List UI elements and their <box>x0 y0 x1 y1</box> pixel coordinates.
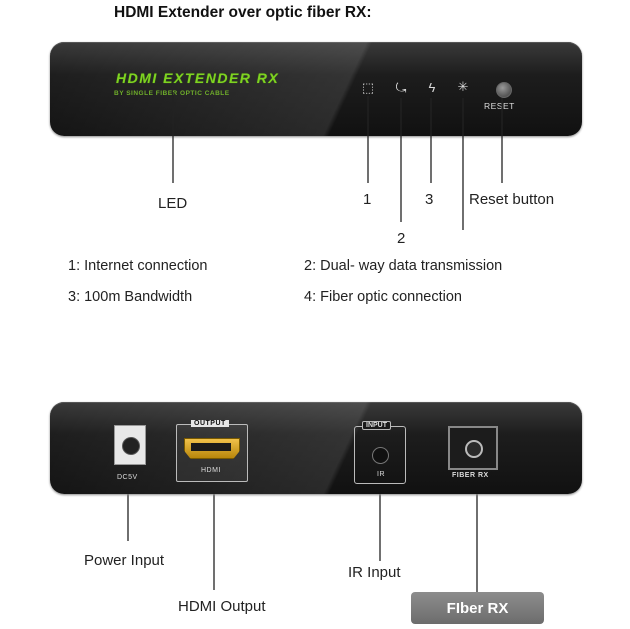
reset-button[interactable] <box>496 82 512 98</box>
power-input-label: Power Input <box>84 552 165 569</box>
ir-jack-icon <box>372 447 389 464</box>
reset-button-label: Reset button <box>469 191 555 208</box>
fiber-connector-icon <box>465 440 483 458</box>
ir-label: IR <box>377 471 385 478</box>
dc-label: DC5V <box>117 474 138 481</box>
extender-logo-subtitle: BY SINGLE FIBER OPTIC CABLE <box>114 90 230 97</box>
reset-label: RESET <box>484 101 515 111</box>
output-tag: OUTPUT <box>191 420 229 427</box>
fiber-label: FIBER RX <box>452 472 489 479</box>
ir-input-port[interactable]: INPUT IR <box>354 421 406 484</box>
lightning-icon: ϟ <box>428 80 436 95</box>
legend-item-3: 3: 100m Bandwidth <box>68 289 193 305</box>
legend-item-4: 4: Fiber optic connection <box>304 289 462 305</box>
legend-item-1: 1: Internet connection <box>68 258 208 274</box>
back-panel: DC5V OUTPUT HDMI INPUT IR FIBER RX <box>50 402 582 494</box>
fiber-rx-badge: FIber RX <box>411 592 544 624</box>
hdmi-output-label: HDMI Output <box>178 598 266 615</box>
fiber-rx-port[interactable] <box>448 426 498 470</box>
star-icon: ✳ <box>457 79 469 94</box>
hdmi-slot <box>191 443 231 451</box>
indicator3-label: 3 <box>425 191 434 208</box>
hdmi-label: HDMI <box>201 467 221 474</box>
ir-input-label: IR Input <box>348 564 401 581</box>
front-panel: HDMI EXTENDER RX BY SINGLE FIBER OPTIC C… <box>50 42 582 136</box>
dc-power-jack[interactable] <box>114 425 146 465</box>
extender-logo: HDMI EXTENDER RX <box>116 70 280 86</box>
hdmi-output-port[interactable]: OUTPUT HDMI <box>176 420 248 482</box>
data-transfer-icon: ⤿ <box>395 80 407 95</box>
indicator2-label: 2 <box>397 230 406 247</box>
legend-item-2: 2: Dual- way data transmission <box>304 258 503 274</box>
page-title: HDMI Extender over optic fiber RX: <box>114 4 372 21</box>
input-tag: INPUT <box>362 421 391 430</box>
dc-jack-hole <box>122 437 140 455</box>
led-label: LED <box>158 195 188 212</box>
network-icon: ⬚ <box>361 80 375 95</box>
indicator1-label: 1 <box>363 191 372 208</box>
